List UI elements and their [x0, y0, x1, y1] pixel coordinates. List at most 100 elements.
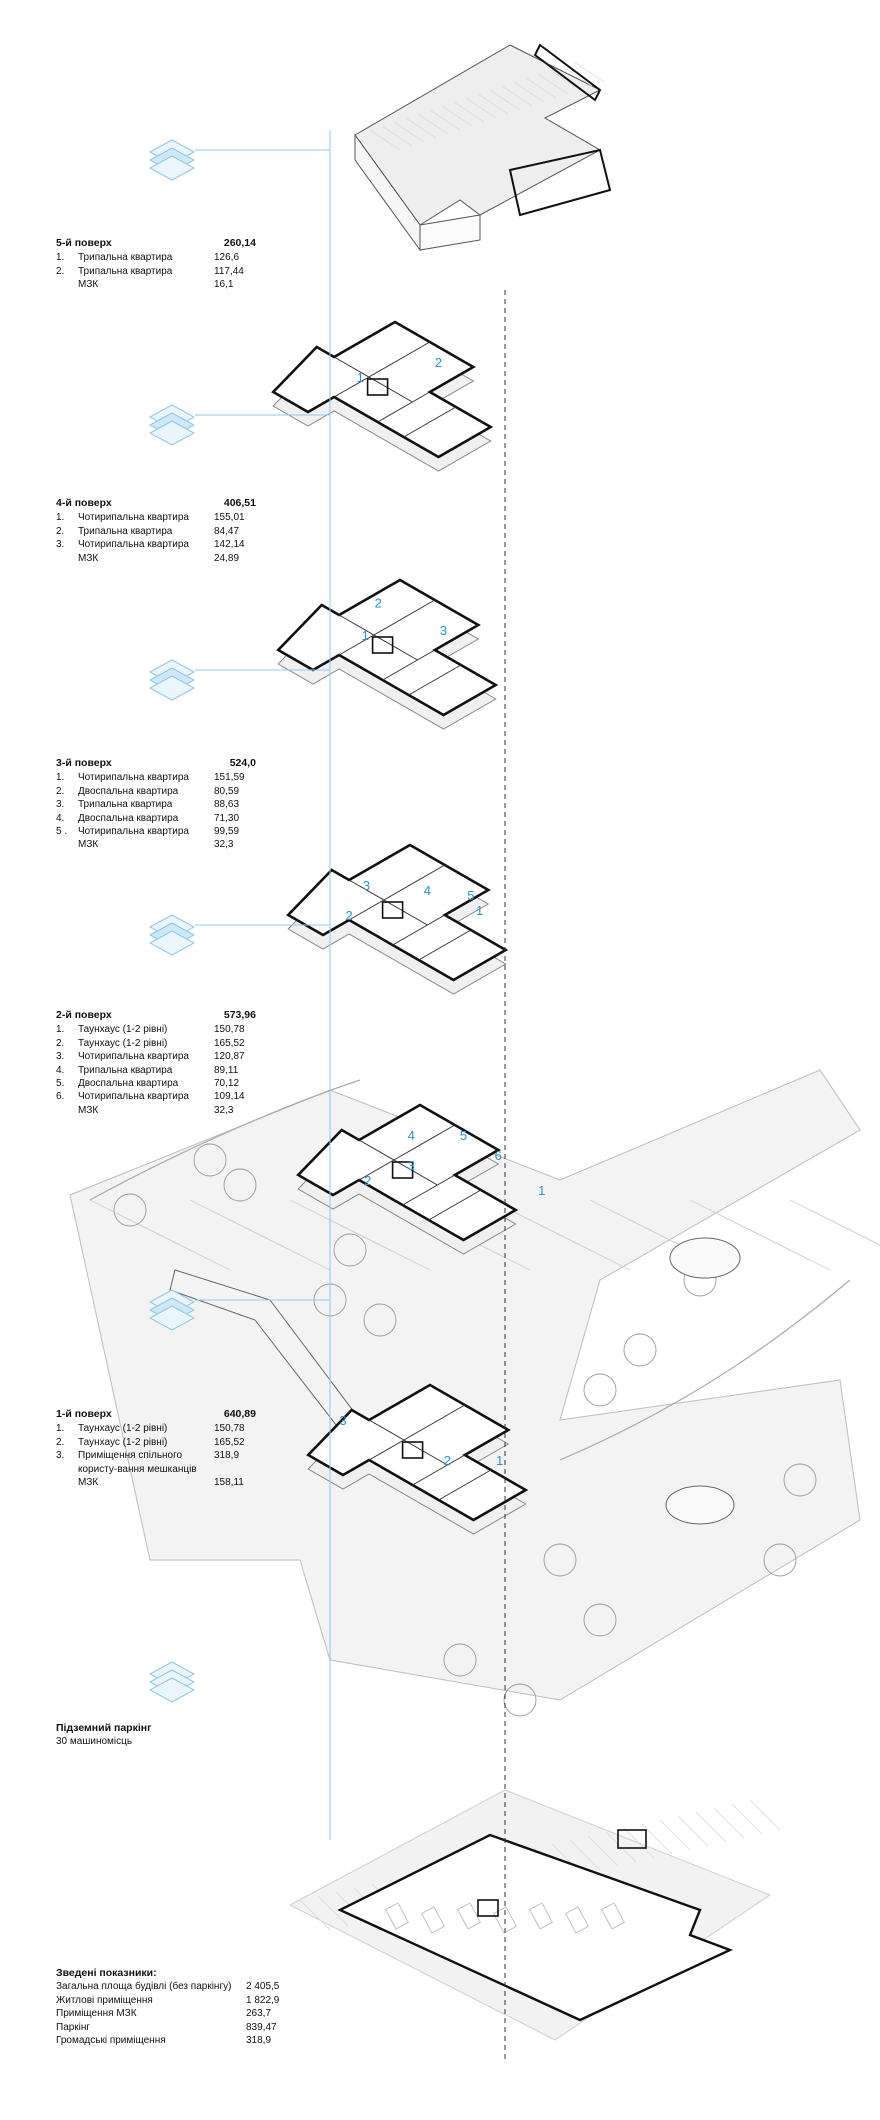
parking-space [565, 1906, 589, 1934]
item-label: Трипальна квартира [78, 252, 173, 264]
unit-number-label: 6 [495, 1148, 502, 1163]
tree-symbol [363, 1303, 397, 1337]
unit-number-label: 1 [476, 903, 483, 918]
tree-symbol [783, 1463, 817, 1497]
item-label: МЗК [78, 839, 99, 851]
item-number: 3. [56, 799, 65, 811]
unit-number-label: 1 [362, 628, 369, 643]
item-label: Таунхаус (1-2 рівні) [78, 1037, 168, 1049]
item-area: 88,63 [214, 799, 240, 811]
roof-texture [453, 101, 485, 123]
roof-texture [489, 89, 521, 111]
item-label: Таунхаус (1-2 рівні) [78, 1423, 168, 1435]
item-label: МЗК [78, 552, 99, 564]
floor-title: 5-й поверх [56, 237, 112, 249]
item-area: 24,89 [214, 552, 240, 564]
unit-number-label: 5 [467, 888, 474, 903]
item-number [56, 1104, 78, 1117]
item-area: 150,78 [214, 1423, 245, 1435]
tree-symbol [543, 1543, 577, 1577]
ground-hatch-line [269, 1239, 331, 1271]
floor-plate-4: 123 [148, 404, 499, 730]
tree-symbol [503, 1683, 537, 1717]
parking-hatch-line [605, 1831, 637, 1863]
roof-texture [549, 69, 581, 91]
site-ground [69, 1069, 861, 1701]
road-edge [89, 1079, 361, 1201]
round-pavilion [665, 1485, 735, 1525]
stair-core [371, 636, 394, 654]
item-area: 80,59 [214, 785, 240, 797]
item-label: Трипальна квартира [78, 1064, 173, 1076]
partition-wall [358, 1159, 395, 1181]
stack-icon-layer [148, 1677, 196, 1703]
summary-label: Громадські приміщення [56, 2035, 166, 2047]
floor-item-row: 2.Таунхаус (1-2 рівні)165,52 [56, 1436, 256, 1449]
item-number: 2. [56, 785, 65, 797]
partition-wall [333, 376, 370, 398]
item-label: Двоспальна квартира [78, 1078, 179, 1090]
partition-wall [377, 391, 431, 423]
unit-number-label: 2 [444, 1453, 451, 1468]
item-label: Трипальна квартира [78, 525, 173, 537]
floor-plate-1: 123 [148, 1289, 529, 1535]
tree-symbol [333, 1233, 367, 1267]
roof-texture [381, 125, 413, 147]
item-number [56, 552, 78, 565]
item-area: 150,78 [214, 1024, 245, 1036]
item-area: 142,14 [214, 539, 245, 551]
partition-wall [338, 634, 375, 656]
partition-wall [373, 599, 436, 636]
tree-symbol [583, 1373, 617, 1407]
unit-number-label: 3 [408, 1158, 415, 1173]
underground-parking-level [288, 1789, 781, 2041]
stair-core [391, 1161, 414, 1179]
partition-wall [403, 406, 457, 438]
stack-icon-layer [148, 930, 196, 956]
round-pavilion [669, 1237, 741, 1279]
item-area: 32,3 [214, 1104, 234, 1116]
roof-texture [513, 81, 545, 103]
roof-texture [537, 73, 569, 95]
item-number: 3. [56, 1051, 65, 1063]
roof-texture [501, 85, 533, 107]
parking-hatch-line [713, 1807, 745, 1839]
roof-facade [419, 214, 481, 251]
floor-stack-icon [148, 404, 196, 446]
roof-texture [429, 109, 461, 131]
item-label: Трипальна квартира [78, 799, 173, 811]
partition-wall [418, 929, 472, 961]
parking-subtitle: 30 машиномісць [56, 1736, 133, 1748]
floor-title-row: 3-й поверх 524,0 [56, 757, 256, 770]
parking-hatch-line [731, 1803, 763, 1835]
summary-value: 2 405,5 [246, 1981, 280, 1993]
floor-item-row: 1.Таунхаус (1-2 рівні)150,78 [56, 1023, 256, 1036]
roof-texture [477, 93, 509, 115]
item-label: Чотирипальна квартира [78, 826, 189, 838]
floor-total: 406,51 [223, 497, 256, 509]
ground-hatch-line [169, 1239, 231, 1271]
parking-space [493, 1906, 517, 1934]
roof-texture [465, 97, 497, 119]
floor-3-legend: 3-й поверх 524,0 1.Чотирипальна квартира… [56, 757, 256, 852]
parking-hatch-line [623, 1827, 655, 1859]
parking-space [601, 1902, 625, 1930]
stair-core [381, 901, 404, 919]
item-area: 126,6 [214, 252, 240, 264]
item-number: 1. [56, 512, 65, 524]
item-label: Чотирипальна квартира [78, 1091, 189, 1103]
item-label: Двоспальна квартира [78, 785, 179, 797]
ground-hatch-line [769, 1239, 831, 1271]
